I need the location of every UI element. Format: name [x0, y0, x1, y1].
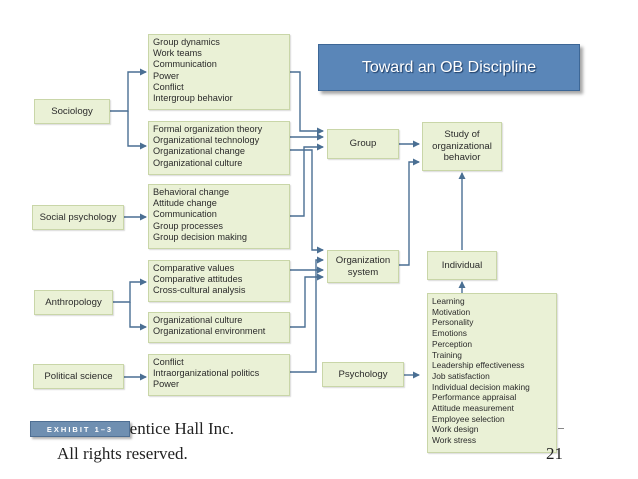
discipline-psychology: Psychology: [322, 362, 404, 387]
topic-item: Group decision making: [153, 231, 247, 242]
topic-item: Motivation: [432, 306, 471, 317]
discipline-social-psychology-label: Social psychology: [39, 211, 117, 223]
topic-item: Organizational technology: [153, 135, 260, 146]
topic-item: Intraorganizational politics: [153, 368, 260, 379]
unit-group: Group: [327, 129, 399, 159]
footer-rule: [558, 428, 564, 429]
rights-text: All rights reserved.: [57, 444, 188, 463]
topic-item: Communication: [153, 59, 217, 70]
topic-item: Conflict: [153, 81, 184, 92]
topic-item: Communication: [153, 209, 217, 220]
arrow-social-psych-to-group: [290, 143, 324, 217]
unit-group-label: Group: [349, 138, 377, 150]
arrow-sociology-to-list-b: [127, 111, 147, 150]
topic-item: Group dynamics: [153, 37, 220, 47]
topic-item: Organizational culture: [153, 315, 243, 325]
discipline-political-science-label: Political science: [44, 370, 113, 382]
topic-item: Group processes: [153, 220, 223, 231]
topic-item: Job satisfaction: [432, 370, 490, 381]
arrow-anthropology-to-list-a: [113, 278, 147, 303]
topic-item: Power: [153, 70, 180, 81]
topic-item: Comparative values: [153, 263, 235, 273]
arrow-anthropology-b-to-org: [290, 273, 324, 328]
arrow-sociology-b-to-org: [290, 149, 324, 254]
unit-organization-system: Organization system: [327, 250, 399, 283]
discipline-anthropology: Anthropology: [34, 290, 113, 315]
topic-item: Conflict: [153, 357, 184, 367]
arrow-org-to-study: [399, 158, 420, 266]
topic-item: Organizational change: [153, 146, 245, 157]
study-of-ob-box: Study of organizational behavior: [422, 122, 502, 171]
exhibit-badge: EXHIBIT 1–3: [30, 421, 130, 437]
topic-item: Behavioral change: [153, 187, 230, 197]
discipline-sociology-label: Sociology: [51, 105, 93, 117]
arrow-sociology-a-to-group: [290, 71, 324, 135]
topic-item: Comparative attitudes: [153, 274, 243, 285]
topic-item: Personality: [432, 317, 474, 328]
topic-item: Work design: [432, 424, 479, 435]
arrow-anthropology-to-list-b: [129, 302, 147, 331]
discipline-psychology-label: Psychology: [338, 368, 388, 380]
topic-item: Cross-cultural analysis: [153, 285, 246, 296]
topic-item: Organizational environment: [153, 326, 266, 337]
topic-item: Employee selection: [432, 413, 505, 424]
discipline-political-science: Political science: [33, 364, 124, 389]
topic-item: Training: [432, 349, 462, 360]
topic-item: Attitude measurement: [432, 403, 514, 414]
unit-individual: Individual: [427, 251, 497, 280]
arrow-polisci-to-org: [290, 256, 324, 373]
discipline-social-psychology: Social psychology: [32, 205, 124, 230]
copyright-text: rentice Hall Inc.: [124, 419, 234, 438]
topic-item: Work teams: [153, 48, 202, 59]
page-number: 21: [546, 444, 563, 463]
topic-item: Power: [153, 379, 180, 390]
unit-organization-system-label: Organization system: [335, 255, 391, 278]
arrow-sociology-to-list-a: [110, 68, 147, 112]
discipline-anthropology-label: Anthropology: [45, 296, 102, 308]
topic-item: Attitude change: [153, 198, 217, 209]
topic-item: Leadership effectiveness: [432, 360, 525, 371]
topic-item: Learning: [432, 296, 465, 306]
topic-item: Perception: [432, 338, 473, 349]
topic-item: Work stress: [432, 435, 477, 446]
topic-item: Performance appraisal: [432, 392, 517, 403]
slide-title: Toward an OB Discipline: [361, 58, 537, 76]
topic-item: Organizational culture: [153, 157, 243, 168]
topic-item: Intergroup behavior: [153, 93, 233, 104]
discipline-sociology: Sociology: [34, 99, 110, 124]
unit-individual-label: Individual: [441, 259, 483, 271]
topic-item: Formal organization theory: [153, 124, 263, 134]
slide-title-box: Toward an OB Discipline: [318, 44, 580, 91]
topic-item: Emotions: [432, 328, 467, 339]
topic-item: Individual decision making: [432, 381, 530, 392]
study-of-ob-label: Study of organizational behavior: [432, 129, 492, 164]
